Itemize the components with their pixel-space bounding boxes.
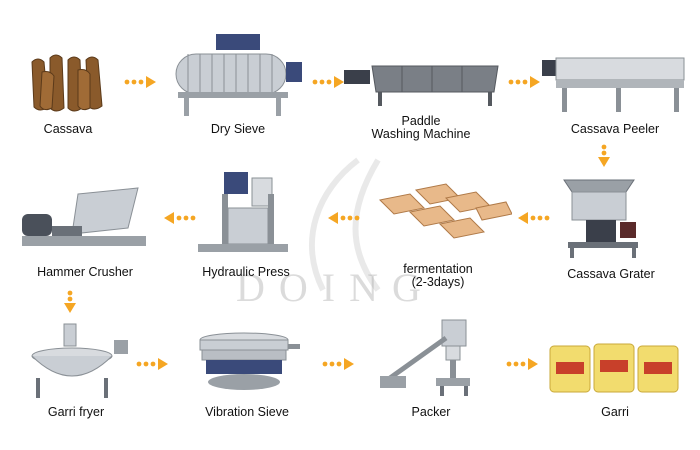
hydraulic-press-image <box>198 172 288 252</box>
label-garri: Garri <box>601 405 629 419</box>
arrow-right-icon <box>312 76 344 88</box>
label-fermentation-duration: (2-3days) <box>411 275 465 289</box>
label-cassava: Cassava <box>43 122 93 136</box>
label-cassava-peeler: Cassava Peeler <box>570 122 660 136</box>
arrow-right-icon <box>508 76 540 88</box>
label-hydraulic-press: Hydraulic Press <box>202 265 290 279</box>
arrow-left-icon <box>518 212 550 224</box>
arrow-right-icon <box>322 358 354 370</box>
arrow-left-icon <box>328 212 360 224</box>
label-packer: Packer <box>411 405 451 419</box>
fermentation-racks-image <box>378 183 512 239</box>
dry-sieve-image <box>175 34 302 116</box>
garri-fryer-image <box>31 323 128 398</box>
watermark-text: DOING <box>236 265 435 310</box>
arrow-right-icon <box>506 358 538 370</box>
label-dry-sieve: Dry Sieve <box>210 122 266 136</box>
arrow-right-icon <box>136 358 168 370</box>
label-fermentation: fermentation <box>403 262 473 276</box>
arrow-down-icon <box>598 144 610 167</box>
packer-image <box>380 319 470 396</box>
watermark-logo <box>308 157 381 292</box>
arrow-down-icon <box>64 290 76 313</box>
label-washing-machine: Washing Machine <box>371 127 471 141</box>
hammer-crusher-image <box>22 187 146 246</box>
label-vibration-sieve: Vibration Sieve <box>205 405 289 419</box>
paddle-washing-machine-image <box>344 65 499 106</box>
label-paddle: Paddle <box>401 114 441 128</box>
label-cassava-grater: Cassava Grater <box>567 267 655 281</box>
label-garri-fryer: Garri fryer <box>47 405 105 419</box>
vibration-sieve-image <box>199 332 300 390</box>
arrow-left-icon <box>164 212 196 224</box>
cassava-peeler-image <box>542 57 685 112</box>
cassava-image <box>31 54 103 112</box>
cassava-grater-image <box>563 179 638 258</box>
arrow-right-icon <box>124 76 156 88</box>
garri-bags-image <box>549 343 679 393</box>
label-hammer-crusher: Hammer Crusher <box>37 265 133 279</box>
